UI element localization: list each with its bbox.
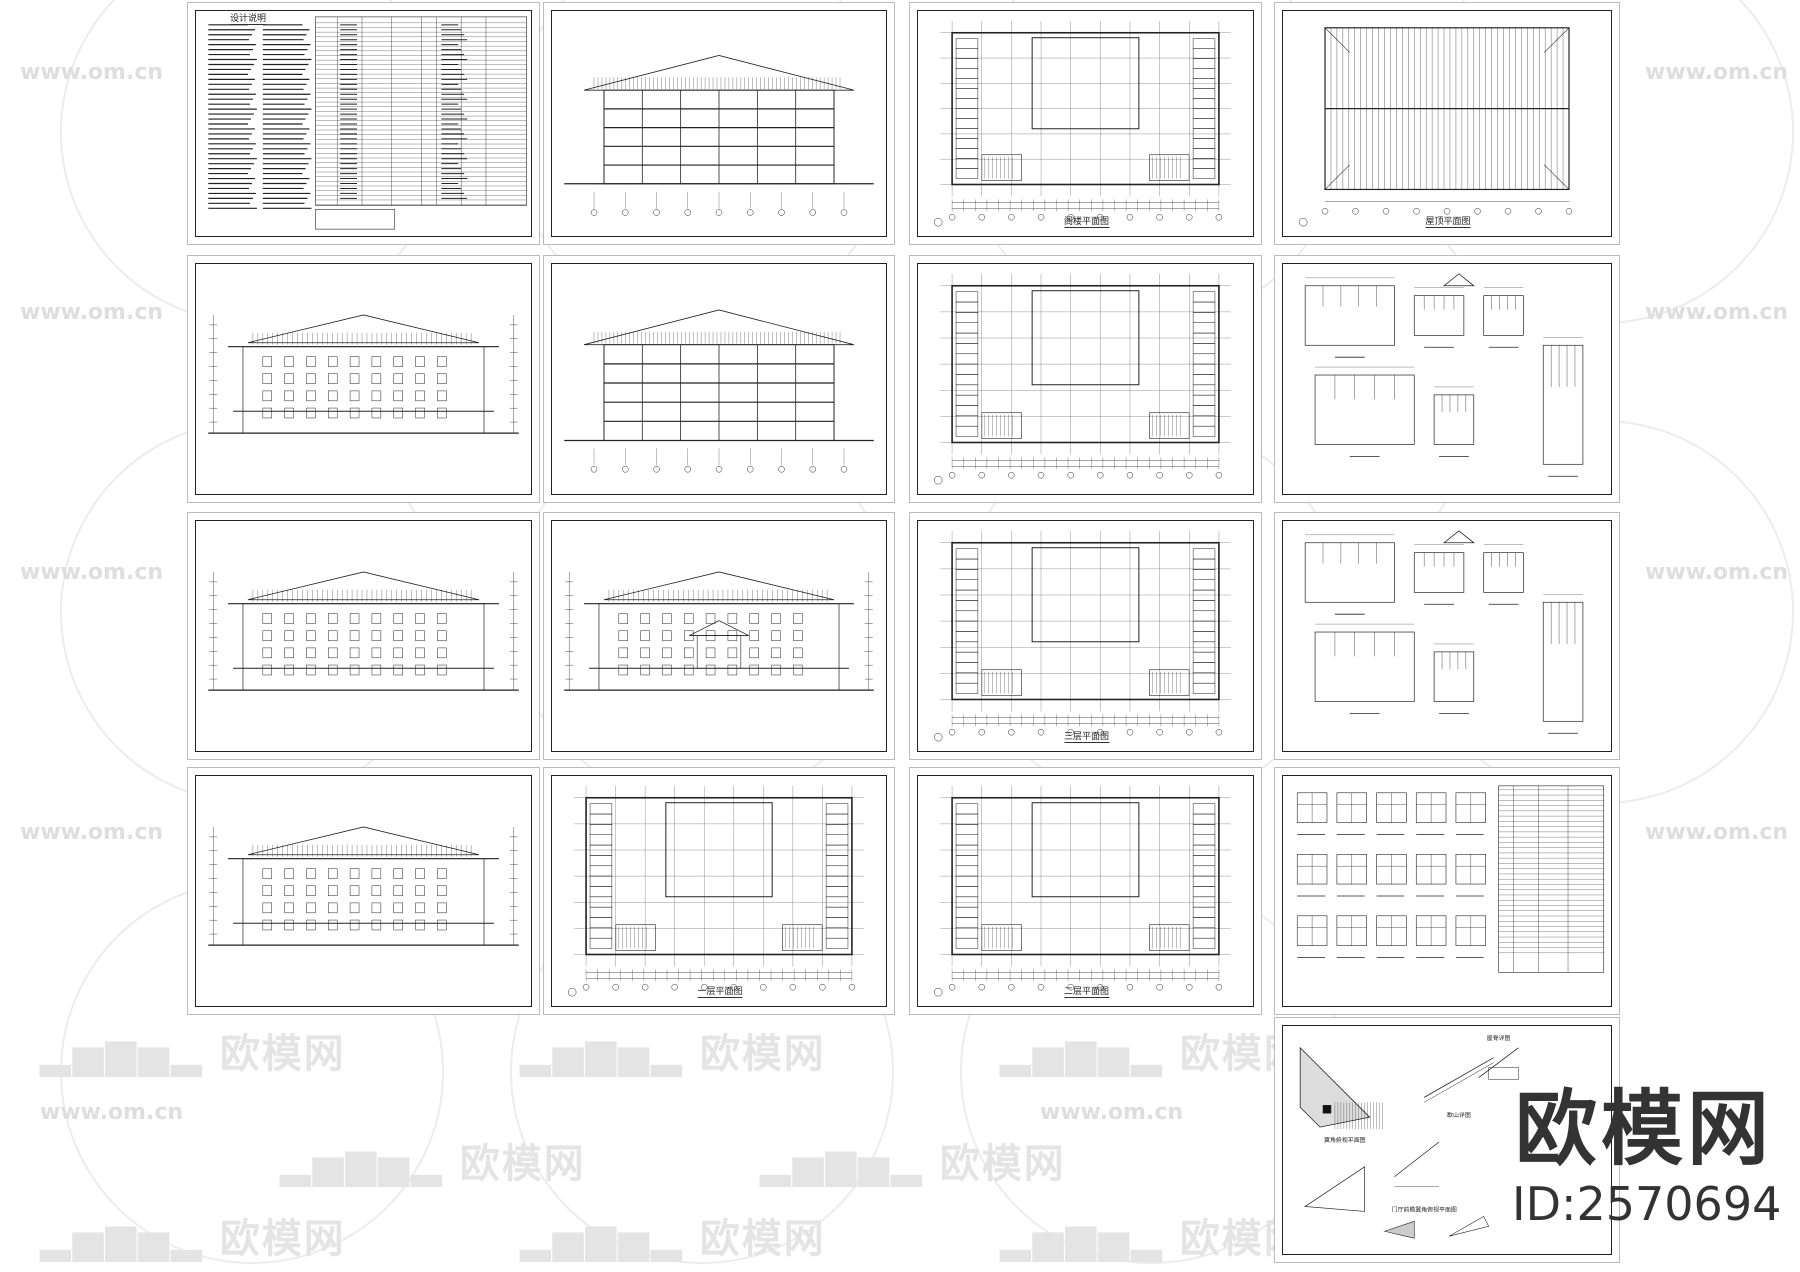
cad-drawing xyxy=(933,273,1231,485)
watermark-brand-text: ▂▅▆▅▂ 欧模网 xyxy=(40,1031,346,1077)
sheet-frame xyxy=(917,520,1254,752)
drawing-sheet-eaves[interactable]: 翼角俯视平面图 歇山详图 屋脊详图门厅前檐翼角俯视平面图 xyxy=(1274,1017,1620,1263)
model-id-label: ID:2570694 xyxy=(1512,1177,1782,1231)
watermark-url-text: www.om.cn xyxy=(1645,560,1789,585)
cad-drawing xyxy=(1296,785,1605,973)
sheet-frame xyxy=(195,775,532,1007)
watermark-url-text: www.om.cn xyxy=(20,300,164,325)
watermark-brand-text: ▂▅▆▅▂ 欧模网 xyxy=(1000,1031,1306,1077)
drawing-sheet-roof[interactable]: 屋顶平面图 xyxy=(1274,2,1620,245)
watermark-brand-text: ▂▅▆▅▂ 欧模网 xyxy=(760,1141,1066,1187)
drawing-sheet-windows[interactable] xyxy=(1274,767,1620,1015)
drawing-sheet-plan[interactable]: 二层平面图 xyxy=(909,767,1262,1015)
drawing-sheet-plan[interactable] xyxy=(909,255,1262,503)
drawing-sheet-plan[interactable]: 三层平面图 xyxy=(909,512,1262,760)
watermark-brand-text: ▂▅▆▅▂ 欧模网 xyxy=(1000,1216,1306,1262)
sheet-title: 三层平面图 xyxy=(1063,729,1110,743)
sheet-frame xyxy=(1282,263,1612,495)
cad-drawing xyxy=(208,571,519,691)
watermark-url-text: www.om.cn xyxy=(1040,1100,1184,1125)
sheet-frame xyxy=(195,520,532,752)
watermark-url-text: www.om.cn xyxy=(1645,820,1789,845)
sheet-frame xyxy=(551,520,887,752)
watermark-brand-text: ▂▅▆▅▂ 欧模网 xyxy=(40,1216,346,1262)
drawing-sheet-elevation[interactable] xyxy=(187,255,540,503)
sheet-title: 屋顶平面图 xyxy=(1425,214,1471,228)
watermark-url-text: www.om.cn xyxy=(20,560,164,585)
watermark-url-text: www.om.cn xyxy=(20,820,164,845)
cad-drawing xyxy=(933,530,1231,742)
cad-drawing xyxy=(564,571,874,691)
sheet-frame xyxy=(917,10,1254,237)
sheet-frame xyxy=(195,10,532,237)
drawing-sheet-section[interactable] xyxy=(543,255,895,503)
detail-label: 屋脊详图 xyxy=(1487,1034,1511,1042)
sheet-frame xyxy=(1282,520,1612,752)
cad-drawing xyxy=(208,16,527,230)
watermark-url-text: www.om.cn xyxy=(20,60,164,85)
cad-drawing xyxy=(934,20,1231,227)
sheet-title: 阁楼平面图 xyxy=(1063,214,1110,228)
brand-watermark: 欧模网 xyxy=(1515,1082,1774,1177)
drawing-sheet-plan[interactable]: 一层平面图 xyxy=(543,767,895,1015)
detail-label: 歇山详图 xyxy=(1447,1111,1471,1119)
cad-drawing xyxy=(1304,273,1584,477)
cad-drawing xyxy=(208,826,519,946)
drawing-sheet-elevation[interactable] xyxy=(187,767,540,1015)
cad-drawing xyxy=(564,55,874,216)
watermark-brand-text: ▂▅▆▅▂ 欧模网 xyxy=(520,1216,826,1262)
sheet-title: 设计说明 xyxy=(229,11,267,25)
drawing-sheet-section[interactable] xyxy=(543,2,895,245)
drawing-sheet-elevation[interactable] xyxy=(543,512,895,760)
cad-drawing xyxy=(208,314,519,434)
drawing-sheet-details[interactable] xyxy=(1274,512,1620,760)
sheet-frame xyxy=(1282,775,1612,1007)
cad-drawing xyxy=(1298,27,1573,227)
watermark-brand-text: ▂▅▆▅▂ 欧模网 xyxy=(520,1031,826,1077)
watermark-url-text: www.om.cn xyxy=(40,1100,184,1125)
drawing-sheet-details[interactable] xyxy=(1274,255,1620,503)
sheet-frame xyxy=(917,775,1254,1007)
cad-drawing xyxy=(567,785,864,997)
detail-label: 翼角俯视平面图 xyxy=(1324,1136,1366,1144)
sheet-title: 一层平面图 xyxy=(697,984,743,998)
cad-drawing xyxy=(933,785,1231,997)
detail-label: 门厅前檐翼角俯视平面图 xyxy=(1392,1205,1457,1213)
cad-drawing xyxy=(564,309,874,473)
drawing-sheet-plan[interactable]: 阁楼平面图 xyxy=(909,2,1262,245)
sheet-title: 二层平面图 xyxy=(1063,984,1110,998)
sheet-frame xyxy=(917,263,1254,495)
sheet-frame xyxy=(551,263,887,495)
cad-drawing xyxy=(1304,530,1584,734)
sheet-frame xyxy=(195,263,532,495)
watermark-url-text: www.om.cn xyxy=(1645,300,1789,325)
drawing-sheet-elevation[interactable] xyxy=(187,512,540,760)
watermark-url-text: www.om.cn xyxy=(1645,60,1789,85)
sheet-frame xyxy=(551,10,887,237)
watermark-brand-text: ▂▅▆▅▂ 欧模网 xyxy=(280,1141,586,1187)
sheet-frame xyxy=(1282,1025,1612,1255)
drawing-sheet-notes[interactable]: 设计说明 xyxy=(187,2,540,245)
sheet-frame xyxy=(551,775,887,1007)
sheet-frame xyxy=(1282,10,1612,237)
